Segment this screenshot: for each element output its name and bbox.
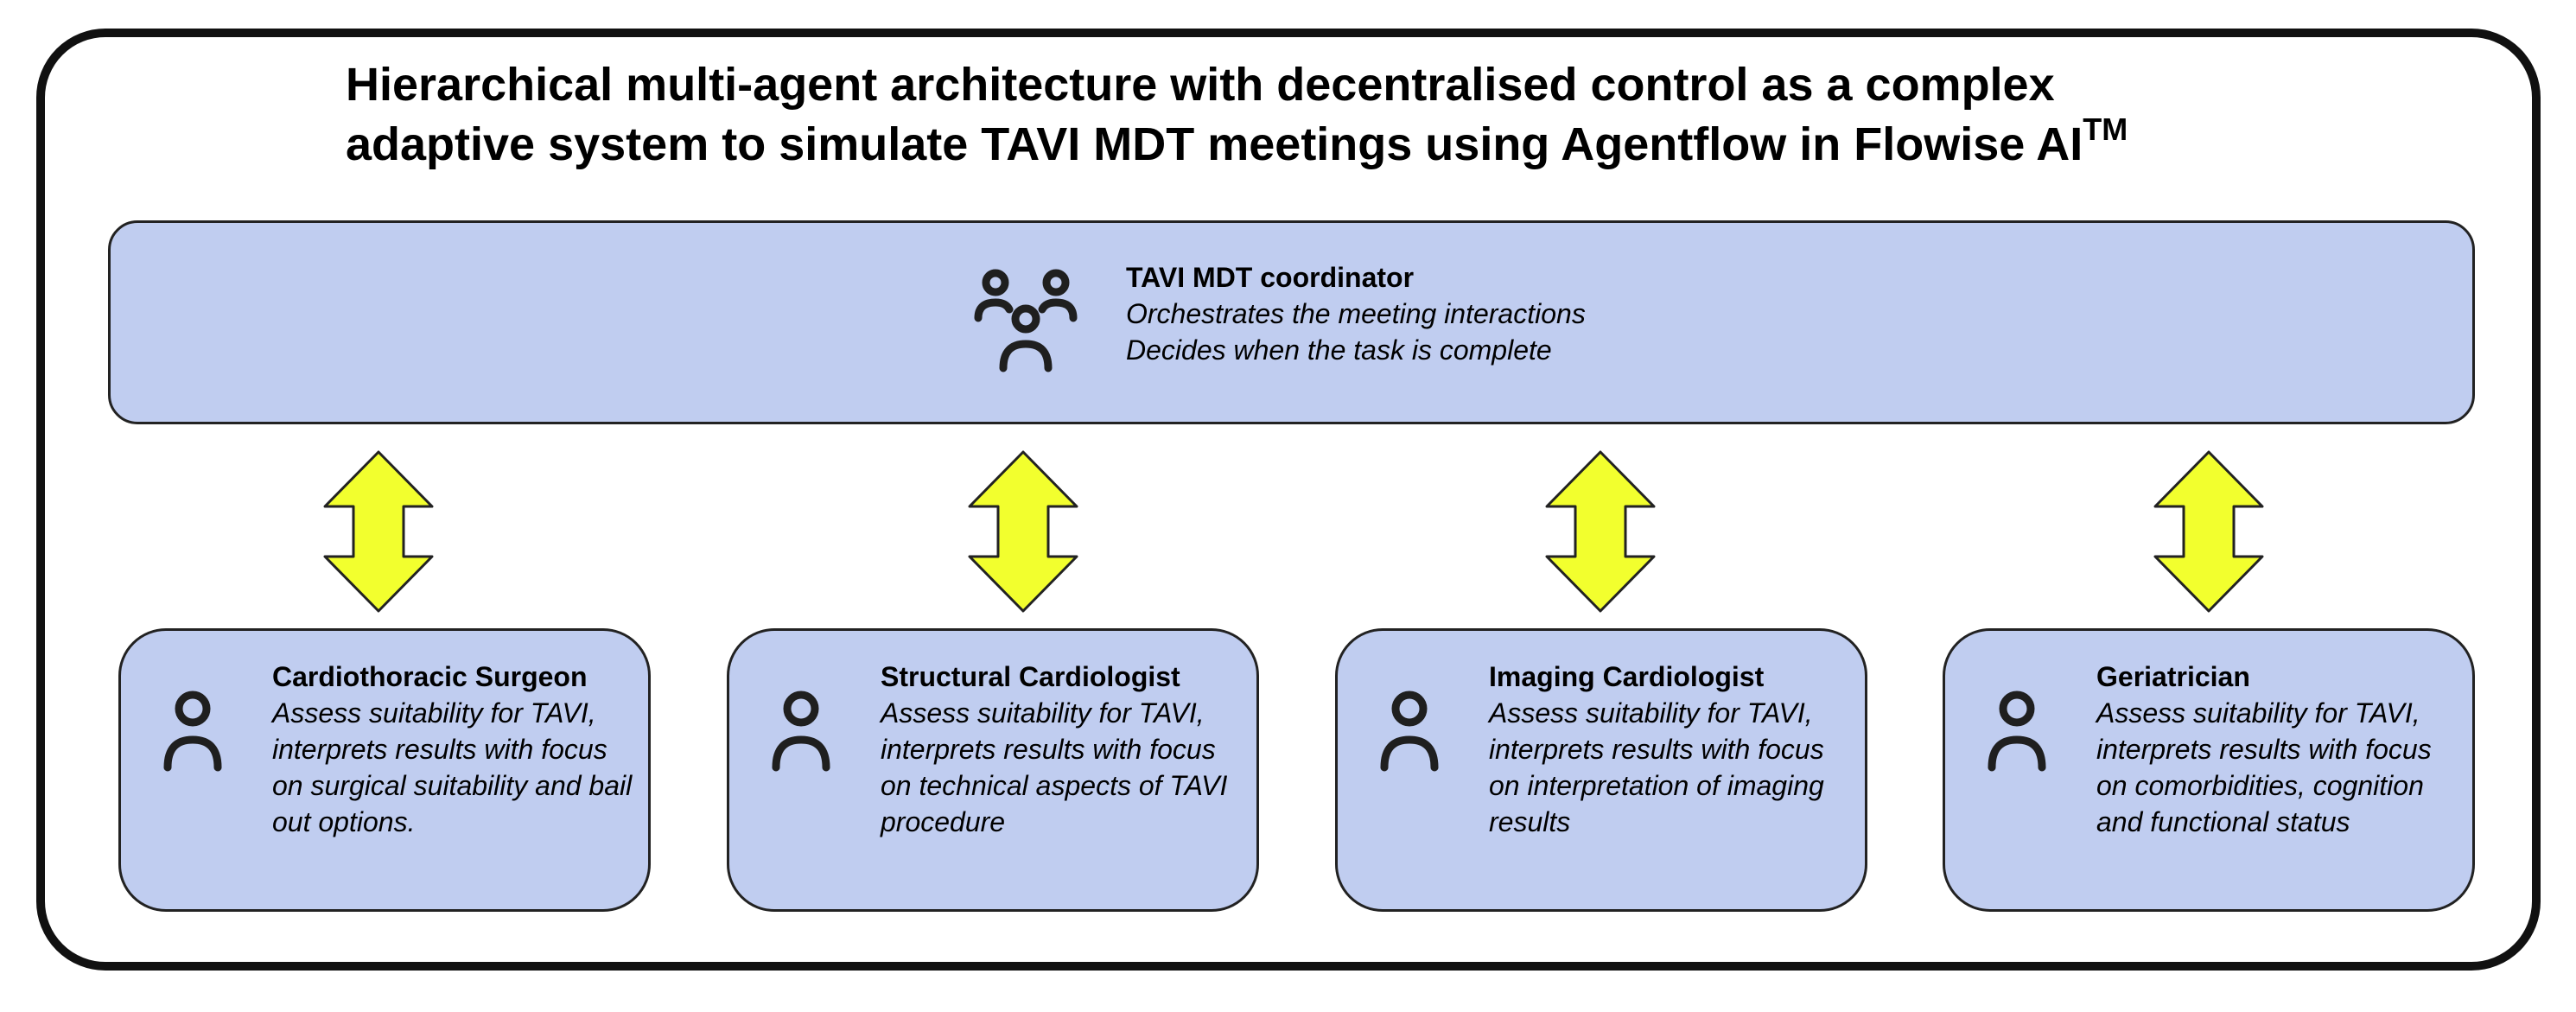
bidirectional-arrow-2 bbox=[968, 450, 1078, 613]
bidirectional-arrow-3 bbox=[1545, 450, 1656, 613]
diagram-title: Hierarchical multi-agent architecture wi… bbox=[346, 55, 2333, 175]
person-icon bbox=[1988, 691, 2046, 772]
agent-description: Assess suitability for TAVI, interprets … bbox=[1489, 697, 1824, 837]
title-trademark: TM bbox=[2083, 111, 2128, 147]
agent-box-structural-cardiologist: Structural Cardiologist Assess suitabili… bbox=[727, 628, 1259, 912]
coordinator-box: TAVI MDT coordinator Orchestrates the me… bbox=[108, 220, 2475, 424]
agent-box-geriatrician: Geriatrician Assess suitability for TAVI… bbox=[1943, 628, 2475, 912]
agent-box-imaging-cardiologist: Imaging Cardiologist Assess suitability … bbox=[1335, 628, 1867, 912]
agent-description: Assess suitability for TAVI, interprets … bbox=[272, 697, 633, 837]
people-group-icon bbox=[974, 269, 1078, 372]
person-icon bbox=[772, 691, 830, 772]
person-icon bbox=[1380, 691, 1439, 772]
coordinator-name: TAVI MDT coordinator bbox=[1126, 262, 1415, 293]
agent-description: Assess suitability for TAVI, interprets … bbox=[2096, 697, 2432, 837]
coordinator-line-1: Orchestrates the meeting interactions bbox=[1126, 298, 1586, 329]
agent-description: Assess suitability for TAVI, interprets … bbox=[881, 697, 1228, 837]
agent-name: Imaging Cardiologist bbox=[1489, 661, 1765, 692]
agent-name: Cardiothoracic Surgeon bbox=[272, 661, 588, 692]
agent-name: Geriatrician bbox=[2096, 661, 2250, 692]
agent-box-cardiothoracic-surgeon: Cardiothoracic Surgeon Assess suitabilit… bbox=[118, 628, 651, 912]
bidirectional-arrow-4 bbox=[2153, 450, 2264, 613]
title-line-2: adaptive system to simulate TAVI MDT mee… bbox=[346, 118, 2083, 170]
person-icon bbox=[163, 691, 222, 772]
bidirectional-arrow-1 bbox=[323, 450, 434, 613]
agent-name: Structural Cardiologist bbox=[881, 661, 1180, 692]
title-line-1: Hierarchical multi-agent architecture wi… bbox=[346, 59, 2055, 111]
coordinator-line-2: Decides when the task is complete bbox=[1126, 334, 1552, 366]
